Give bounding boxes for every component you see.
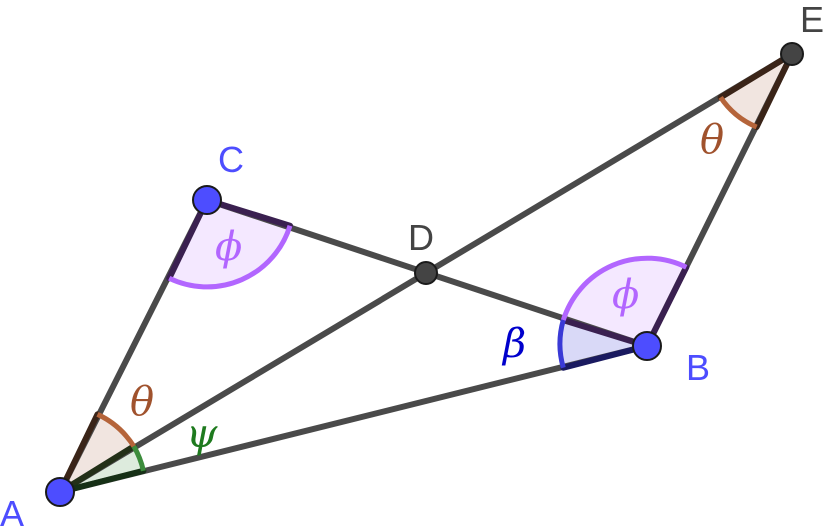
angle-arc-theta-E — [718, 95, 758, 130]
angle-arc-psi-A — [131, 445, 146, 472]
point-B[interactable] — [632, 331, 662, 361]
angle-label-phi-B: ϕ — [612, 272, 639, 318]
angle-arc-theta-A — [96, 412, 136, 448]
side-highlight-E-EA — [717, 51, 795, 101]
label-point-D: D — [408, 217, 434, 258]
angle-label-theta-A: θ — [130, 379, 154, 425]
angle-label-phi-C: ϕ — [215, 224, 242, 270]
angle-sector-beta-B — [559, 320, 647, 368]
angle-arc-phi-C — [168, 224, 293, 290]
label-point-E: E — [800, 0, 824, 40]
angle-label-beta-B: β — [501, 321, 526, 367]
point-E[interactable] — [780, 42, 804, 66]
angle-label-psi-A: ψ — [186, 411, 218, 457]
angle-sector-theta-A — [60, 414, 134, 492]
side-highlight-E-EB — [753, 51, 795, 130]
point-A[interactable] — [45, 477, 75, 507]
label-point-B: B — [686, 347, 710, 388]
angle-arc-beta-B — [557, 319, 566, 369]
point-D[interactable] — [414, 261, 438, 285]
angle-label-theta-E: θ — [700, 117, 724, 163]
segment-AB — [57, 343, 650, 495]
point-C[interactable] — [192, 185, 222, 215]
angle-arc-phi-B — [560, 255, 688, 321]
label-point-C: C — [218, 139, 244, 180]
label-point-A: A — [0, 493, 24, 529]
angle-sector-theta-E — [720, 54, 792, 127]
